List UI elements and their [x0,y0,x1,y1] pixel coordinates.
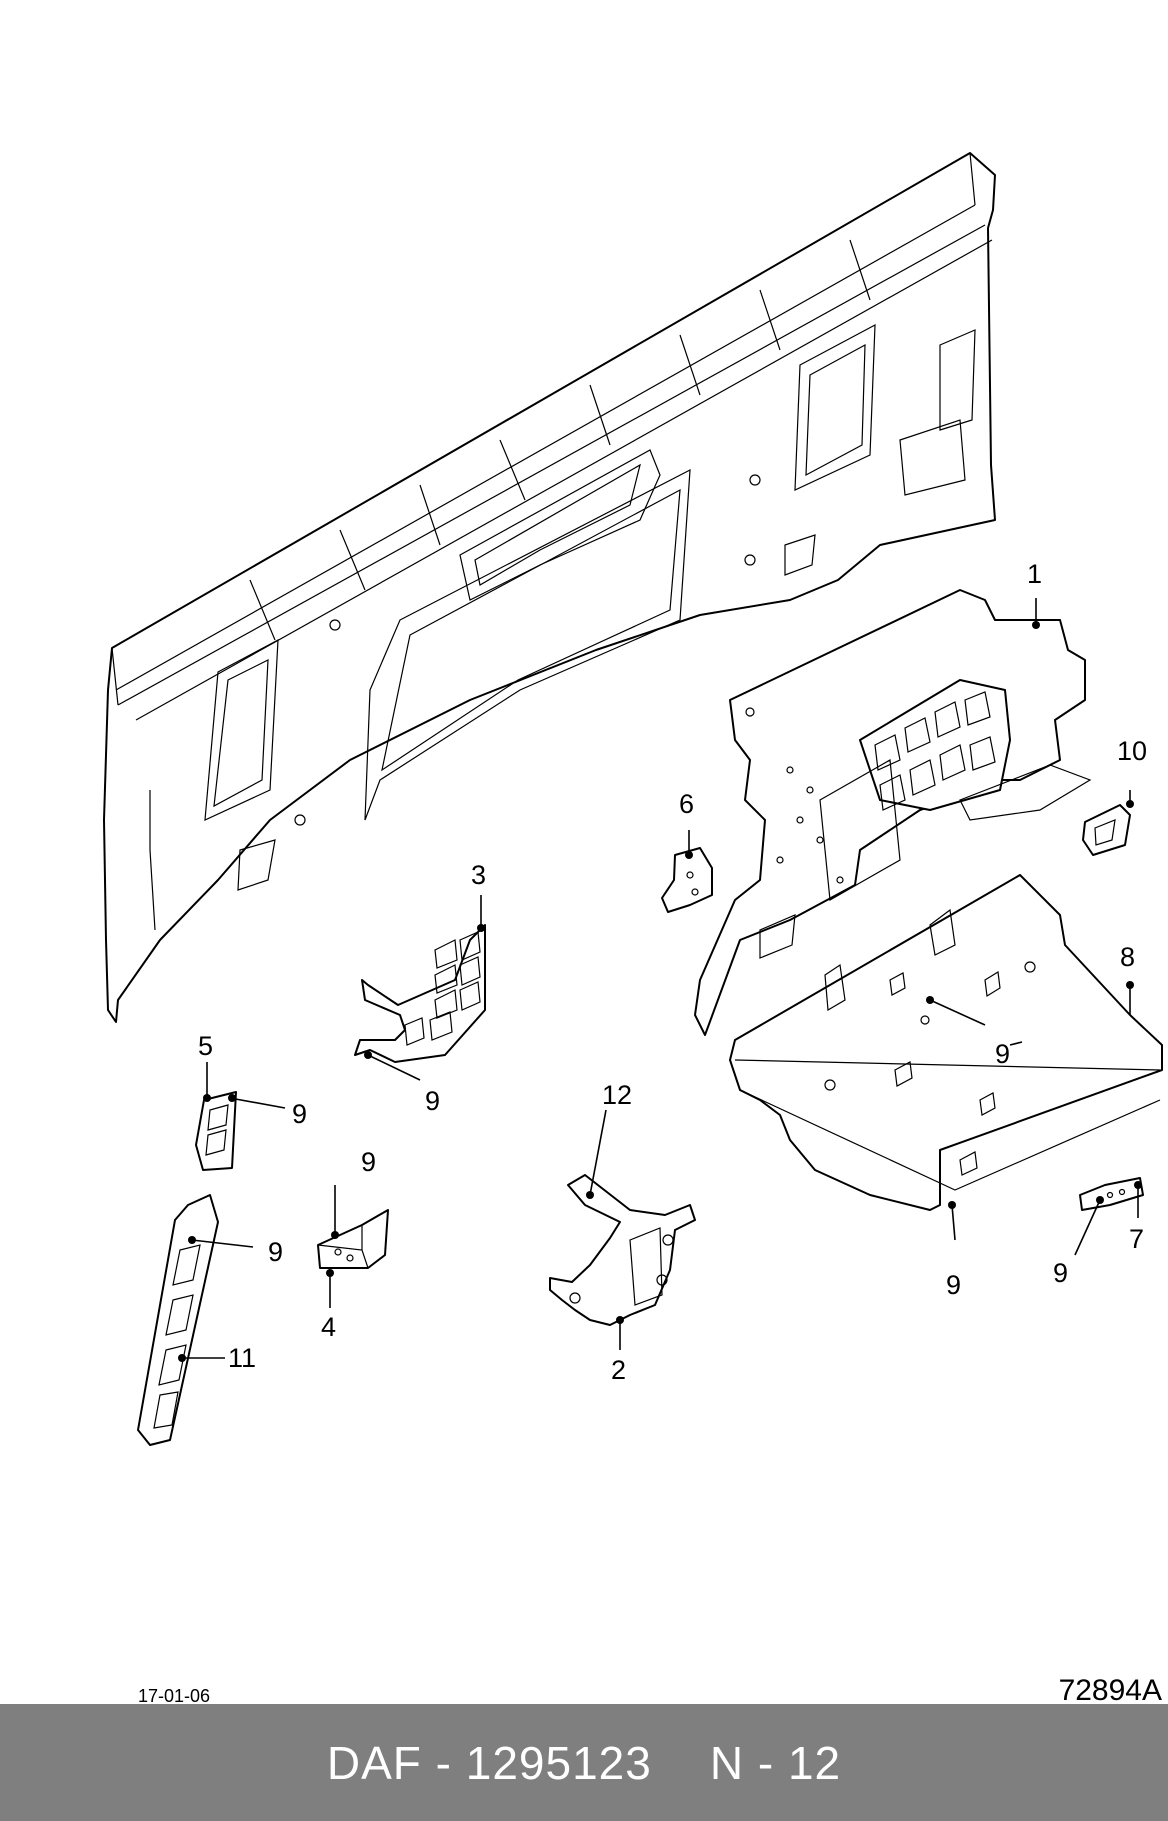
callout-9: 9 [361,1147,376,1177]
callout-7: 7 [1129,1224,1144,1254]
part-3-bracket [354,924,486,1063]
callout-9: 9 [292,1099,307,1129]
part-5-grille [195,1091,237,1171]
part-11-grille-strip [137,1194,219,1446]
leader-dots [178,621,1142,1362]
callout-9: 9 [425,1086,440,1116]
part-4-angle-bracket [317,1209,389,1269]
callout-4: 4 [321,1312,336,1342]
part-2-support-bracket [549,1174,696,1326]
footer-part-number: DAF - 1295123 [326,1736,652,1789]
callout-8: 8 [1120,942,1135,972]
footer-code: N - 12 [709,1736,842,1789]
callout-9: 9 [946,1270,961,1300]
callout-12: 12 [602,1080,632,1110]
callout-3: 3 [471,860,486,890]
footer-bar: DAF - 1295123 N - 12 [0,1704,1168,1821]
drawing-date: 17-01-06 [138,1686,211,1706]
callout-2: 2 [611,1355,626,1385]
drawing-number: 72894A [1058,1674,1162,1707]
callout-5: 5 [198,1031,213,1061]
callout-9: 9 [995,1039,1010,1069]
rear-panel-part [103,152,996,1023]
part-7-bracket [1079,1177,1144,1211]
part-6-bracket [661,847,713,913]
callout-labels: 1 2 3 4 5 6 7 8 9 9 9 9 9 9 9 10 11 12 [198,559,1147,1385]
exploded-parts-drawing: 1 2 3 4 5 6 7 8 9 9 9 9 9 9 9 10 11 12 [103,152,1163,1446]
callout-9: 9 [268,1237,283,1267]
callout-11: 11 [228,1343,256,1373]
callout-10: 10 [1117,736,1147,766]
part-1-inner-panel [694,589,1092,1036]
callout-9: 9 [1053,1258,1068,1288]
callout-6: 6 [679,789,694,819]
part-10-clip [1082,804,1131,856]
part-8-floor-panel [729,874,1163,1211]
callout-1: 1 [1027,559,1042,589]
